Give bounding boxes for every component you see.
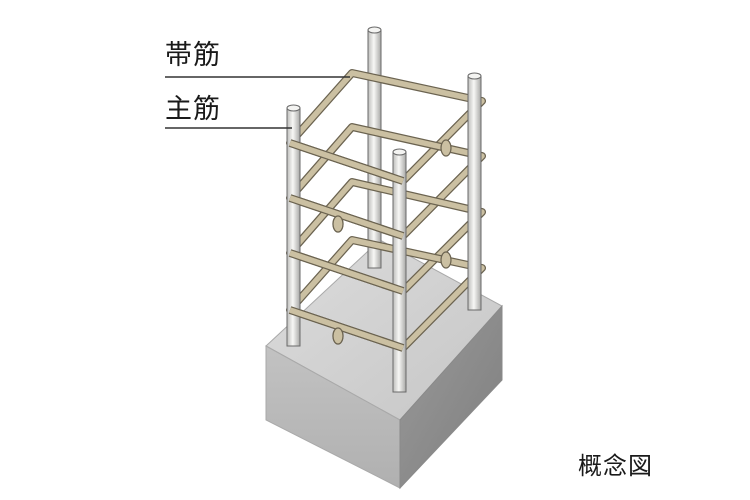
footing-right-face	[399, 304, 503, 490]
hoop-front-segments	[288, 139, 405, 352]
main-bar-left	[286, 104, 301, 347]
leader-lines	[165, 76, 350, 129]
hoop-front-splices	[332, 215, 344, 345]
main-reinforcement-label: 主筋	[165, 94, 221, 125]
main-bar-back	[367, 26, 382, 269]
concrete-footing	[265, 239, 503, 490]
main-bar-right	[467, 72, 482, 311]
concept-diagram-caption: 概念図	[578, 452, 653, 480]
main-bar-front	[392, 148, 407, 393]
hoop-reinforcement-label: 帯筋	[165, 40, 221, 71]
